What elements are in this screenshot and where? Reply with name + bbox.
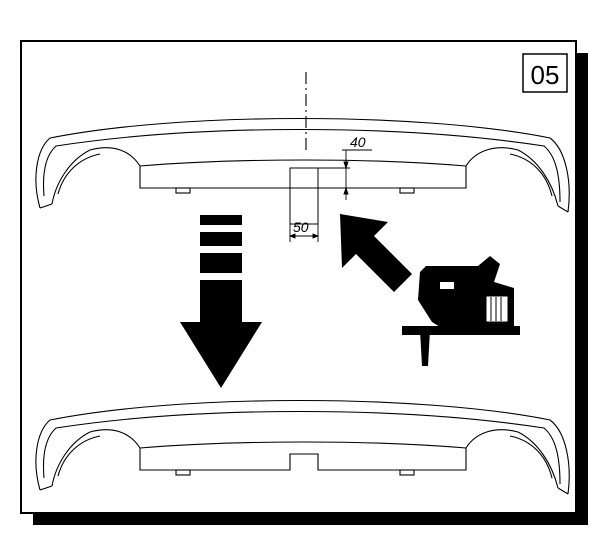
instruction-panel	[20, 40, 588, 525]
diagonal-arrow-icon	[340, 214, 412, 292]
down-arrow-icon	[180, 215, 262, 388]
diffuser-after-cut	[35, 399, 570, 495]
jigsaw-icon	[402, 256, 520, 366]
step-number: 05	[531, 60, 560, 90]
dimension-annotations	[288, 149, 372, 242]
dimension-cut-width: 50	[293, 219, 309, 235]
dimension-cut-depth: 40	[350, 134, 366, 150]
diffuser-before-cut	[35, 72, 570, 225]
step-number-box: 05	[522, 53, 568, 93]
